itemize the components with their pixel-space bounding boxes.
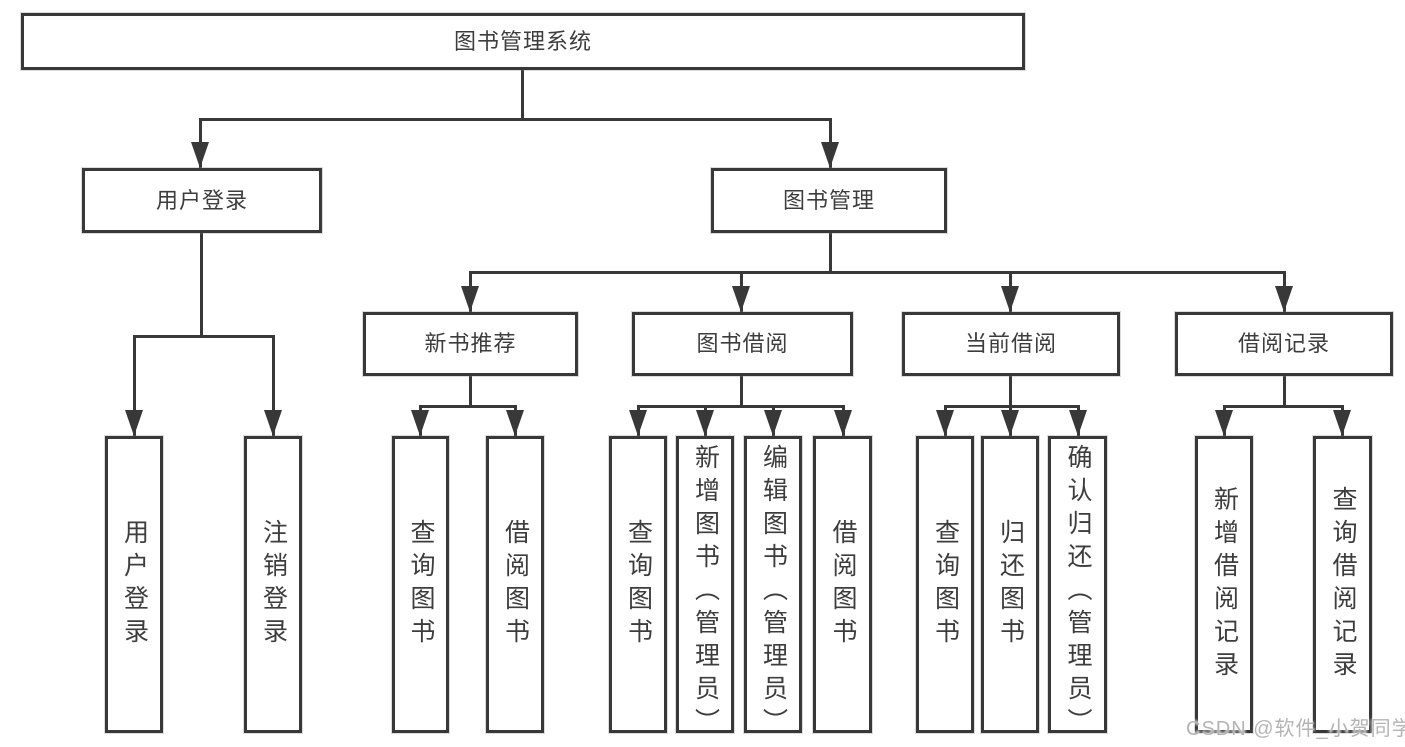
watermark: CSDN @软件_小贺同学 xyxy=(1186,718,1405,740)
connector-line xyxy=(1282,376,1286,406)
connector-line xyxy=(198,117,832,121)
connector-line xyxy=(828,233,832,272)
node-label-root: 图书管理系统 xyxy=(453,28,592,54)
arrow-down-icon xyxy=(629,410,647,436)
connector-line xyxy=(271,336,275,436)
node-label-leaf-borrow-books-1: 借阅图书 xyxy=(501,518,530,651)
node-label-leaf-add-record: 新增借阅记录 xyxy=(1210,485,1239,684)
node-leaf-query-books-2: 查询图书 xyxy=(609,436,667,733)
arrow-down-icon xyxy=(732,286,750,312)
node-book-management: 图书管理 xyxy=(711,168,947,233)
node-label-leaf-query-record: 查询借阅记录 xyxy=(1329,485,1357,684)
arrow-down-icon xyxy=(191,142,209,168)
node-label-book-management: 图书管理 xyxy=(782,187,875,213)
node-leaf-add-record: 新增借阅记录 xyxy=(1195,436,1253,733)
connector-line xyxy=(418,404,517,408)
node-new-book-recommend: 新书推荐 xyxy=(363,312,578,376)
arrow-down-icon xyxy=(411,410,429,436)
node-label-user-login-branch: 用户登录 xyxy=(155,187,248,213)
connector-line xyxy=(199,233,203,336)
node-label-leaf-query-books-1: 查询图书 xyxy=(407,518,435,651)
connector-line xyxy=(468,376,472,406)
connector-line xyxy=(132,334,275,338)
arrow-down-icon xyxy=(696,410,714,436)
arrow-down-icon xyxy=(1215,410,1233,436)
node-label-leaf-add-books: 新增图书（管理员） xyxy=(691,444,720,741)
arrow-down-icon xyxy=(125,410,143,436)
node-label-borrowing-records: 借阅记录 xyxy=(1237,331,1330,356)
node-borrowing-records: 借阅记录 xyxy=(1175,312,1393,376)
node-leaf-borrow-books-2: 借阅图书 xyxy=(813,436,872,733)
connector-line xyxy=(1008,376,1012,406)
node-label-current-borrowing: 当前借阅 xyxy=(964,331,1057,356)
node-leaf-query-record: 查询借阅记录 xyxy=(1313,436,1372,733)
arrow-down-icon xyxy=(821,142,839,168)
arrow-down-icon xyxy=(1333,410,1351,436)
node-label-leaf-edit-books: 编辑图书（管理员） xyxy=(759,444,788,741)
node-leaf-query-books-1: 查询图书 xyxy=(392,436,449,733)
node-label-leaf-query-books-3: 查询图书 xyxy=(931,518,960,651)
node-leaf-borrow-books-1: 借阅图书 xyxy=(486,436,544,733)
node-user-login-branch: 用户登录 xyxy=(82,168,322,233)
arrow-down-icon xyxy=(506,410,524,436)
node-root: 图书管理系统 xyxy=(21,13,1025,70)
node-leaf-confirm-return: 确认归还（管理员） xyxy=(1048,436,1107,741)
node-label-leaf-confirm-return: 确认归还（管理员） xyxy=(1064,444,1092,741)
node-leaf-add-books: 新增图书（管理员） xyxy=(676,436,734,741)
arrow-down-icon xyxy=(936,410,954,436)
arrow-down-icon xyxy=(834,410,852,436)
node-label-leaf-logout: 注销登录 xyxy=(259,518,288,651)
node-label-leaf-borrow-books-2: 借阅图书 xyxy=(829,518,857,651)
connector-line xyxy=(520,70,524,119)
connector-line xyxy=(1222,404,1344,408)
connector-line xyxy=(943,404,1080,408)
connector-line xyxy=(739,376,743,406)
node-leaf-user-login: 用户登录 xyxy=(105,436,163,733)
arrow-down-icon xyxy=(1069,410,1087,436)
node-current-borrowing: 当前借阅 xyxy=(902,312,1120,376)
connector-line xyxy=(468,270,1286,274)
arrow-down-icon xyxy=(264,410,282,436)
node-leaf-query-books-3: 查询图书 xyxy=(916,436,974,733)
connector-line xyxy=(636,404,845,408)
node-label-leaf-query-books-2: 查询图书 xyxy=(624,518,653,651)
arrow-down-icon xyxy=(764,410,782,436)
node-label-leaf-return-books: 归还图书 xyxy=(996,518,1025,651)
arrow-down-icon xyxy=(1275,286,1293,312)
connector-line xyxy=(132,336,136,436)
node-leaf-edit-books: 编辑图书（管理员） xyxy=(744,436,802,741)
arrow-down-icon xyxy=(461,286,479,312)
node-label-new-book-recommend: 新书推荐 xyxy=(424,331,517,356)
arrow-down-icon xyxy=(1001,286,1019,312)
node-label-leaf-user-login: 用户登录 xyxy=(120,518,149,651)
node-label-book-borrowing: 图书借阅 xyxy=(696,331,789,356)
arrow-down-icon xyxy=(1001,410,1019,436)
node-leaf-return-books: 归还图书 xyxy=(981,436,1039,733)
node-book-borrowing: 图书借阅 xyxy=(632,312,853,376)
node-leaf-logout: 注销登录 xyxy=(244,436,302,733)
